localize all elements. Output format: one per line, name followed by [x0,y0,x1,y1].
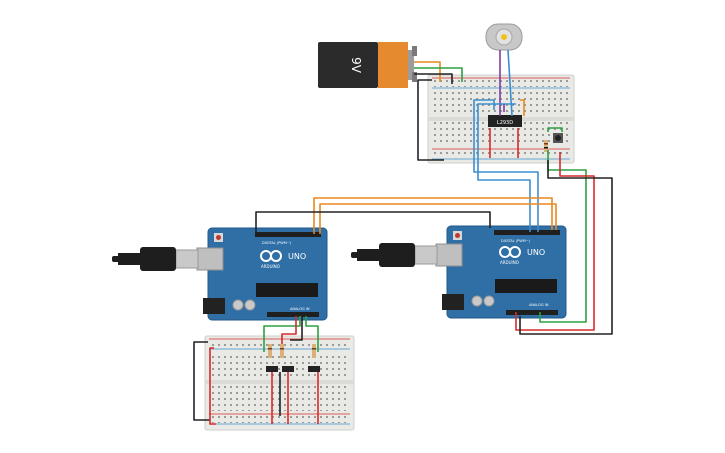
push-button [553,133,563,143]
wire-motor-blue [507,49,513,117]
arduino-right-analog-label: ANALOG IN [529,303,549,307]
wire-left-green-2 [305,316,319,352]
top-breadboard [427,74,575,164]
arduino-right-model: UNO [527,248,545,257]
arduino-left-digital-label: DIGITAL (PWM~) [262,241,292,245]
wire-orange-link-2 [319,203,557,234]
resistor-top [544,140,548,152]
motor-driver-chip: L293D [488,115,522,127]
wire-battery-orange [414,61,441,82]
wire-black-ground-link [255,211,491,232]
arduino-left-brand: ARDUINO [261,264,280,269]
wire-top-black-loop [417,79,444,161]
wire-bb-red-side [209,347,216,425]
wire-bb-black-side [193,341,210,421]
wire-button-black-long [519,160,613,335]
battery-9v: 9V [318,42,417,88]
arduino-left-model: UNO [288,252,306,261]
wires [193,49,613,425]
chip-label: L293D [497,120,513,126]
arduino-right-brand: ARDUINO [500,260,519,265]
resistor-bank [268,344,316,358]
usb-cable-left [112,247,199,271]
wire-chip-orange [520,99,525,116]
arduino-left-analog-label: ANALOG IN [290,307,310,311]
sensor-components [266,366,320,372]
usb-cable-right [351,243,438,267]
battery-label: 9V [349,57,363,74]
arduino-right-digital-label: DIGITAL (PWM~) [501,239,531,243]
wire-orange-link-1 [313,197,553,234]
wire-button-green [547,127,563,132]
wire-battery-black [414,73,453,84]
wire-button-red-long [515,152,595,331]
arduino-uno-right: UNO ARDUINO DIGITAL (PWM~) ANALOG IN [435,225,567,319]
dc-motor [485,23,523,51]
wire-left-green-1 [263,316,301,352]
wire-chip-blue-1 [473,99,539,232]
arduino-uno-left: UNO ARDUINO DIGITAL (PWM~) ANALOG IN [196,227,328,321]
wire-left-black [290,316,303,341]
wire-battery-green [414,67,463,82]
wire-left-red [281,316,297,352]
